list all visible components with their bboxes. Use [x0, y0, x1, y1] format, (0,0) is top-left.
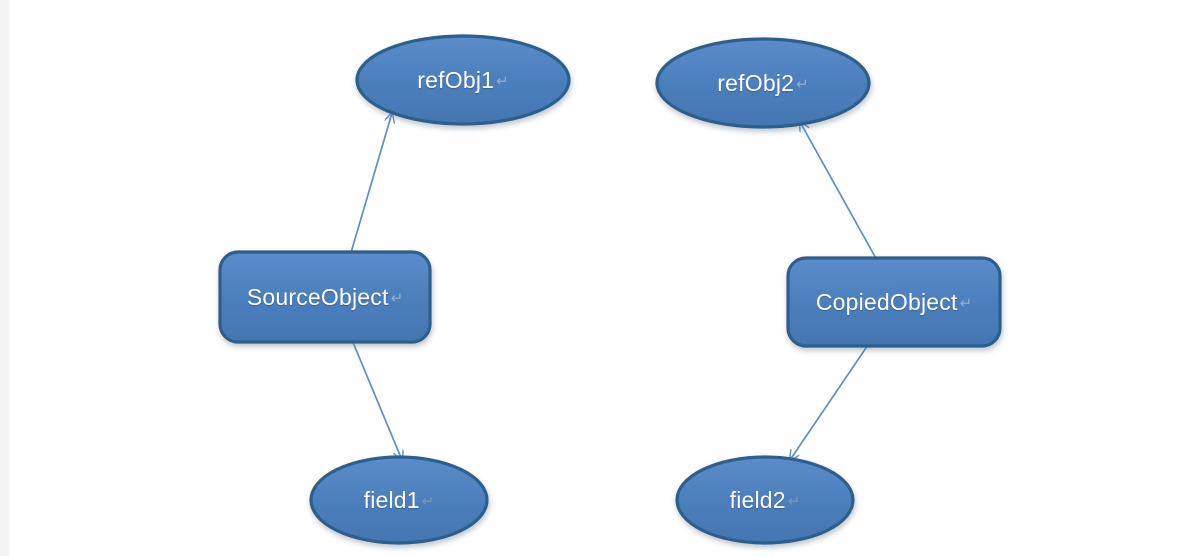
edge-copied-to-field2: [790, 341, 871, 460]
left-gutter-strip: [0, 0, 9, 556]
node-shape-field2[interactable]: [675, 455, 855, 545]
nodes-group: [218, 34, 1002, 545]
node-shape-refObj1[interactable]: [355, 34, 571, 126]
node-shape-sourceobject[interactable]: [218, 250, 432, 344]
node-shape-refObj2[interactable]: [655, 37, 871, 129]
edge-copied-to-refObj2: [800, 122, 879, 263]
gutter-edge-line: [9, 0, 11, 556]
edge-source-to-refObj1: [349, 113, 392, 257]
node-shape-field1[interactable]: [309, 455, 489, 545]
node-shape-copiedobject[interactable]: [786, 256, 1002, 348]
edges-group: [349, 113, 879, 460]
edge-source-to-field1: [351, 339, 402, 460]
